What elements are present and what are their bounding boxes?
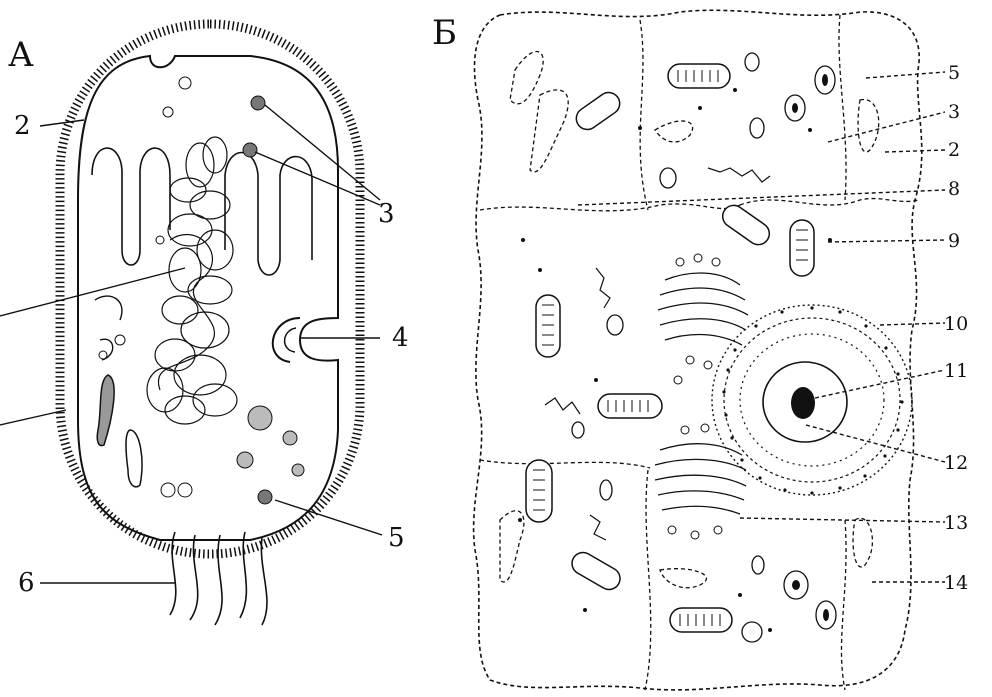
golgi-apparatus (655, 273, 748, 514)
mesosome-ring-inner (285, 328, 296, 352)
nucleolus (791, 387, 815, 419)
panel-b-label-12: 12 (944, 452, 968, 474)
panel-a-label-5: 5 (388, 523, 405, 553)
panel-b-leaders (578, 72, 945, 582)
inclusion-left (97, 375, 114, 446)
panel-b-label-8: 8 (948, 178, 960, 200)
golgi-vesicles (668, 254, 722, 539)
panel-b-plant-cell: Б (432, 10, 968, 690)
panel-a-label-4: 4 (392, 323, 409, 353)
vesicle-dots (518, 74, 832, 632)
panel-b-label-5: 5 (948, 62, 960, 84)
nucleus (712, 305, 912, 495)
inclusion-bottom (126, 430, 142, 487)
panel-b-label-9: 9 (948, 230, 960, 252)
panel-a-bacterial-cell: А (0, 24, 409, 625)
panel-a-label-6: 6 (18, 568, 35, 598)
panel-b-label-13: 13 (944, 512, 968, 534)
panel-a-label-2: 2 (14, 111, 31, 141)
panel-b-label-3: 3 (948, 101, 960, 123)
panel-b-label-14: 14 (944, 572, 968, 594)
mesosome-lower-left (95, 296, 122, 360)
mesosome-ring (273, 318, 300, 362)
panel-b-label-10: 10 (944, 313, 968, 335)
nucleoid (147, 137, 237, 424)
panel-b-letter: Б (432, 13, 457, 53)
panel-b-label-11: 11 (944, 360, 968, 382)
panel-a-label-3: 3 (378, 199, 395, 229)
panel-b-label-2: 2 (948, 139, 960, 161)
chloroplasts (526, 64, 814, 632)
mesosome-folds (92, 148, 170, 265)
vesicles (572, 53, 836, 642)
panel-a-letter: А (8, 35, 34, 75)
